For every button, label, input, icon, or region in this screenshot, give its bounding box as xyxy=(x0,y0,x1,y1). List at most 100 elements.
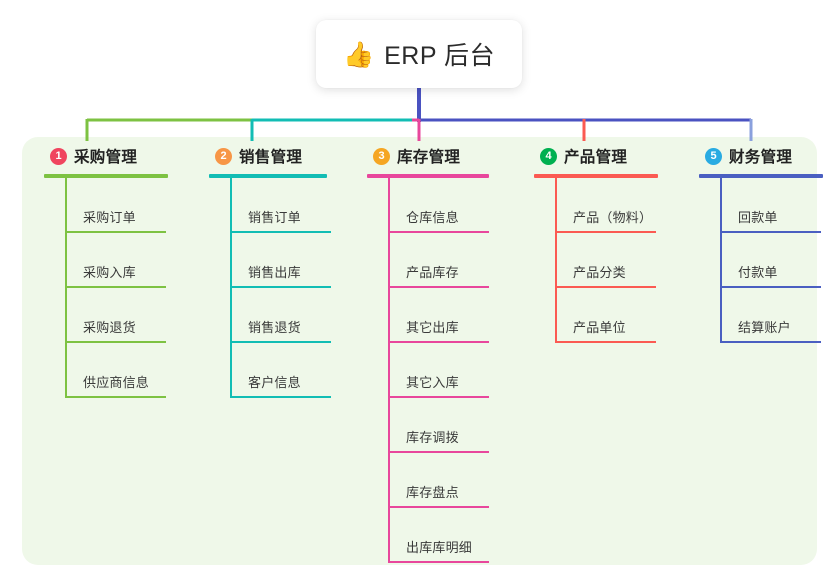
diagram-background-panel xyxy=(22,137,817,565)
list-item-underline xyxy=(230,396,331,398)
category-column-1: 1 采购管理采购订单采购入库采购退货供应商信息 xyxy=(32,137,192,398)
thumbs-up-icon: 👍 xyxy=(342,40,375,69)
category-underline xyxy=(367,174,489,178)
list-item-underline xyxy=(388,341,489,343)
list-item-label: 采购退货 xyxy=(83,320,136,335)
category-header-4[interactable]: 4 产品管理 xyxy=(522,137,682,175)
list-item-underline xyxy=(720,286,821,288)
list-item[interactable]: 其它入库 xyxy=(388,343,508,398)
list-item-underline xyxy=(555,341,656,343)
list-item-label: 出库库明细 xyxy=(406,540,473,555)
list-item-underline xyxy=(388,506,489,508)
category-underline xyxy=(44,174,168,178)
category-number-badge: 4 xyxy=(540,147,557,165)
list-item-label: 销售出库 xyxy=(248,265,301,280)
category-item-list: 仓库信息产品库存其它出库其它入库库存调拨库存盘点出库库明细 xyxy=(388,178,508,563)
category-header-1[interactable]: 1 采购管理 xyxy=(32,137,192,175)
category-item-list: 销售订单销售出库销售退货客户信息 xyxy=(230,178,350,398)
list-item-underline xyxy=(230,286,331,288)
category-title: 销售管理 xyxy=(239,149,303,166)
list-item-underline xyxy=(388,561,489,563)
list-item[interactable]: 出库库明细 xyxy=(388,508,508,563)
list-item[interactable]: 供应商信息 xyxy=(65,343,185,398)
category-title: 财务管理 xyxy=(729,149,793,166)
category-column-3: 3 库存管理仓库信息产品库存其它出库其它入库库存调拨库存盘点出库库明细 xyxy=(355,137,515,563)
list-item-label: 结算账户 xyxy=(738,320,791,335)
category-number-badge: 3 xyxy=(373,147,390,165)
list-item[interactable]: 产品单位 xyxy=(555,288,675,343)
list-item-underline xyxy=(555,231,656,233)
list-item[interactable]: 采购订单 xyxy=(65,178,185,233)
category-item-list: 产品（物料） 产品分类产品单位 xyxy=(555,178,675,343)
list-item[interactable]: 产品（物料） xyxy=(555,178,675,233)
list-item-label: 产品单位 xyxy=(573,320,626,335)
list-item-label: 产品（物料） xyxy=(573,210,653,225)
list-item-underline xyxy=(388,231,489,233)
category-column-4: 4 产品管理产品（物料） 产品分类产品单位 xyxy=(522,137,682,343)
category-stem-line xyxy=(555,177,557,342)
list-item-underline xyxy=(720,341,821,343)
root-node-card[interactable]: 👍 ERP 后台 xyxy=(316,20,522,88)
list-item[interactable]: 采购入库 xyxy=(65,233,185,288)
category-underline xyxy=(699,174,823,178)
category-item-list: 回款单付款单结算账户 xyxy=(720,178,839,343)
list-item[interactable]: 采购退货 xyxy=(65,288,185,343)
category-underline xyxy=(209,174,327,178)
category-title: 采购管理 xyxy=(74,149,138,166)
list-item-underline xyxy=(388,451,489,453)
list-item-label: 产品分类 xyxy=(573,265,626,280)
category-title: 库存管理 xyxy=(397,149,461,166)
category-column-5: 5 财务管理回款单付款单结算账户 xyxy=(687,137,839,343)
list-item-label: 仓库信息 xyxy=(406,210,459,225)
category-column-2: 2 销售管理销售订单销售出库销售退货客户信息 xyxy=(197,137,357,398)
list-item-underline xyxy=(230,231,331,233)
list-item-underline xyxy=(65,231,166,233)
list-item[interactable]: 库存调拨 xyxy=(388,398,508,453)
category-number-badge: 2 xyxy=(215,147,232,165)
list-item-underline xyxy=(65,396,166,398)
list-item[interactable]: 产品库存 xyxy=(388,233,508,288)
list-item[interactable]: 销售退货 xyxy=(230,288,350,343)
list-item-label: 销售订单 xyxy=(248,210,301,225)
category-item-list: 采购订单采购入库采购退货供应商信息 xyxy=(65,178,185,398)
list-item[interactable]: 结算账户 xyxy=(720,288,839,343)
list-item-label: 供应商信息 xyxy=(83,375,150,390)
category-number-badge: 5 xyxy=(705,147,722,165)
list-item[interactable]: 仓库信息 xyxy=(388,178,508,233)
list-item-underline xyxy=(720,231,821,233)
list-item-label: 采购入库 xyxy=(83,265,136,280)
list-item-underline xyxy=(65,341,166,343)
list-item[interactable]: 销售出库 xyxy=(230,233,350,288)
list-item-label: 其它入库 xyxy=(406,375,459,390)
list-item[interactable]: 库存盘点 xyxy=(388,453,508,508)
list-item-label: 其它出库 xyxy=(406,320,459,335)
list-item-label: 库存盘点 xyxy=(406,485,459,500)
list-item[interactable]: 回款单 xyxy=(720,178,839,233)
list-item[interactable]: 其它出库 xyxy=(388,288,508,343)
category-title: 产品管理 xyxy=(564,149,628,166)
list-item-label: 库存调拨 xyxy=(406,430,459,445)
category-header-5[interactable]: 5 财务管理 xyxy=(687,137,839,175)
list-item-underline xyxy=(555,286,656,288)
category-columns: 1 采购管理采购订单采购入库采购退货供应商信息 2 销售管理销售订单销售出库销售退货客… xyxy=(22,137,823,565)
list-item[interactable]: 付款单 xyxy=(720,233,839,288)
list-item[interactable]: 销售订单 xyxy=(230,178,350,233)
list-item-label: 采购订单 xyxy=(83,210,136,225)
category-stem-line xyxy=(720,177,722,342)
list-item-underline xyxy=(388,286,489,288)
category-header-3[interactable]: 3 库存管理 xyxy=(355,137,515,175)
list-item-label: 付款单 xyxy=(738,265,778,280)
category-stem-line xyxy=(388,177,390,562)
list-item-underline xyxy=(230,341,331,343)
list-item-label: 产品库存 xyxy=(406,265,459,280)
category-number-badge: 1 xyxy=(50,147,67,165)
list-item-label: 回款单 xyxy=(738,210,778,225)
list-item-label: 客户信息 xyxy=(248,375,301,390)
list-item-underline xyxy=(388,396,489,398)
list-item-underline xyxy=(65,286,166,288)
category-header-2[interactable]: 2 销售管理 xyxy=(197,137,357,175)
list-item[interactable]: 产品分类 xyxy=(555,233,675,288)
list-item[interactable]: 客户信息 xyxy=(230,343,350,398)
category-underline xyxy=(534,174,658,178)
root-node-title: ERP 后台 xyxy=(384,42,496,70)
